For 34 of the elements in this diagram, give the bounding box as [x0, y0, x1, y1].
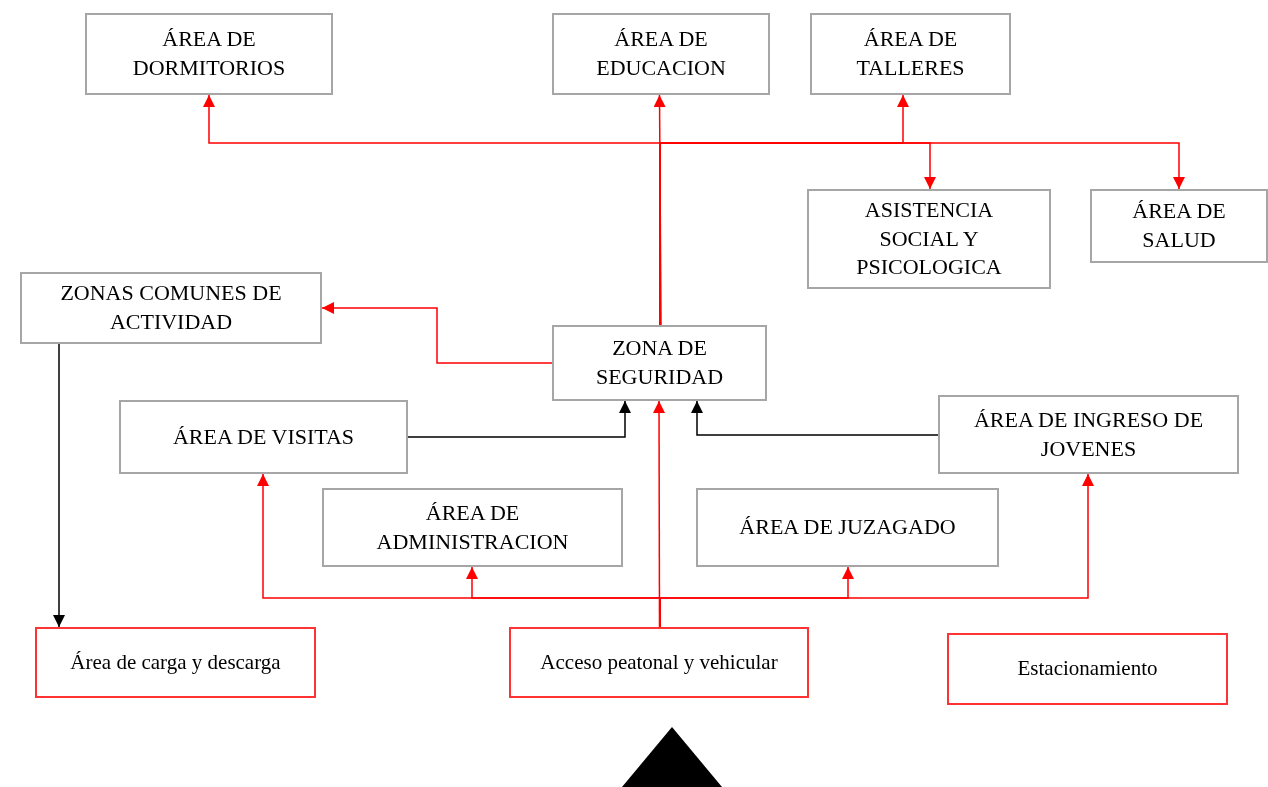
- area-label: Acceso peatonal y vehicular: [540, 648, 778, 676]
- area-box: [35, 627, 316, 698]
- arrow: [407, 400, 631, 438]
- area-box: [85, 13, 333, 95]
- area-box: [322, 488, 623, 567]
- area-label: ÁREA DE EDUCACION: [595, 25, 727, 82]
- area-box: [1090, 189, 1268, 263]
- area-box: [807, 189, 1051, 289]
- area-box: [509, 627, 809, 698]
- area-label: ÁREA DE VISITAS: [172, 422, 355, 451]
- area-box: [119, 400, 408, 474]
- area-box: [696, 488, 999, 567]
- arrow: [653, 94, 666, 326]
- arrow: [321, 302, 553, 364]
- area-box: [20, 272, 322, 344]
- area-label: ÁREA DE SALUD: [1131, 197, 1227, 254]
- area-label: ÁREA DE TALLERES: [855, 25, 966, 82]
- area-box: [938, 395, 1239, 474]
- area-label: ZONAS COMUNES DE ACTIVIDAD: [59, 279, 283, 336]
- arrow: [691, 400, 939, 436]
- area-box: [552, 325, 767, 401]
- area-label: ÁREA DE INGRESO DE JOVENES: [972, 405, 1205, 463]
- area-label: ÁREA DE DORMITORIOS: [131, 25, 287, 82]
- area-label: ZONA DE SEGURIDAD: [594, 334, 725, 391]
- area-box: [552, 13, 770, 95]
- area-label: Área de carga y descarga: [70, 648, 281, 676]
- area-label: ÁREA DE ADMINISTRACION: [375, 498, 570, 556]
- area-label: Estacionamiento: [1017, 655, 1158, 683]
- area-box: [947, 633, 1228, 705]
- arrow: [53, 343, 65, 628]
- area-box: [810, 13, 1011, 95]
- area-label: ÁREA DE JUZAGADO: [739, 513, 956, 542]
- area-label: ASISTENCIA SOCIAL Y PSICOLOGICA: [855, 196, 1003, 282]
- entrance-triangle: [622, 727, 722, 787]
